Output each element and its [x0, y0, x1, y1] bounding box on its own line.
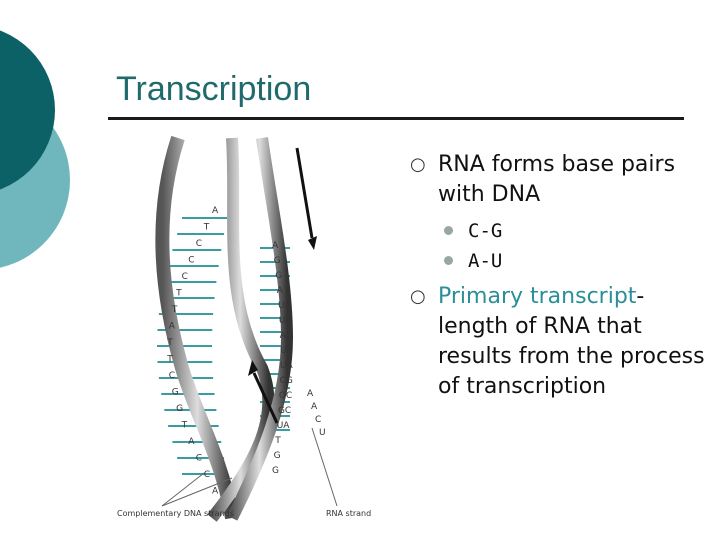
base-left-8: T	[166, 338, 173, 348]
base-middle-4: UA	[278, 301, 292, 311]
base-left-14: A	[188, 437, 195, 447]
slide-title: Transcription	[116, 70, 312, 108]
circle-bullet-icon: ○	[410, 154, 426, 175]
circle-bullet-icon: ○	[410, 286, 426, 307]
base-left-7: A	[169, 322, 176, 332]
label-rna-strand: RNA strand	[326, 509, 371, 518]
base-middle-0: A	[272, 241, 279, 251]
base-right-1: A	[311, 402, 318, 412]
base-right-0: A	[307, 389, 314, 399]
dot-bullet-icon	[444, 256, 453, 265]
base-left-15: C	[196, 454, 202, 464]
base-middle-15: G	[272, 466, 279, 476]
base-middle-5: UA	[279, 316, 293, 326]
base-middle-14: G	[274, 451, 281, 461]
bullet-list: ○ RNA forms base pairs with DNA C-G A-U …	[410, 150, 710, 402]
base-middle-7: UA	[280, 346, 294, 356]
base-middle-6: AI	[280, 331, 289, 341]
base-left-3: C	[188, 256, 194, 266]
base-middle-3: A	[277, 286, 284, 296]
base-left-11: G	[172, 388, 179, 398]
title-divider	[108, 117, 684, 120]
base-middle-8: UA	[280, 361, 294, 371]
base-left-4: C	[182, 272, 188, 282]
bullet-text: RNA forms base pairs with DNA	[438, 152, 676, 207]
bullet-text: C-G	[468, 220, 503, 242]
base-left-12: G	[176, 404, 183, 414]
base-left-2: C	[196, 239, 202, 249]
base-middle-9: CG	[280, 376, 293, 386]
dot-bullet-icon	[444, 226, 453, 235]
highlight-term: Primary transcript	[438, 284, 637, 309]
base-left-1: T	[203, 223, 210, 233]
label-complementary-dna: Complementary DNA strands	[117, 509, 234, 518]
base-left-13: T	[181, 421, 188, 431]
base-right-3: U	[319, 428, 326, 438]
base-middle-2: G	[275, 271, 282, 281]
base-left-17: A	[212, 487, 219, 497]
base-left-10: C	[169, 371, 175, 381]
bullet-text: -length of RNA that results from the pro…	[438, 284, 705, 399]
base-middle-12: UA	[277, 421, 291, 431]
base-left-5: T	[175, 289, 182, 299]
base-left-9: T	[166, 355, 173, 365]
decorative-circles	[0, 30, 70, 268]
base-middle-1: G	[274, 256, 281, 266]
bullet-rna-base-pairs: ○ RNA forms base pairs with DNA	[410, 150, 710, 210]
base-right-2: C	[315, 415, 321, 425]
sub-bullet-cg: C-G	[440, 216, 710, 246]
base-left-6: T	[171, 305, 178, 315]
bullet-primary-transcript: ○ Primary transcript-length of RNA that …	[410, 282, 710, 402]
base-left-0: A	[212, 206, 219, 216]
base-middle-11: GC	[278, 406, 291, 416]
base-middle-13: T	[274, 436, 281, 446]
sub-bullet-au: A-U	[440, 246, 710, 276]
base-middle-10: GC	[279, 391, 292, 401]
base-left-16: C	[204, 470, 210, 480]
bullet-text: A-U	[468, 250, 503, 272]
